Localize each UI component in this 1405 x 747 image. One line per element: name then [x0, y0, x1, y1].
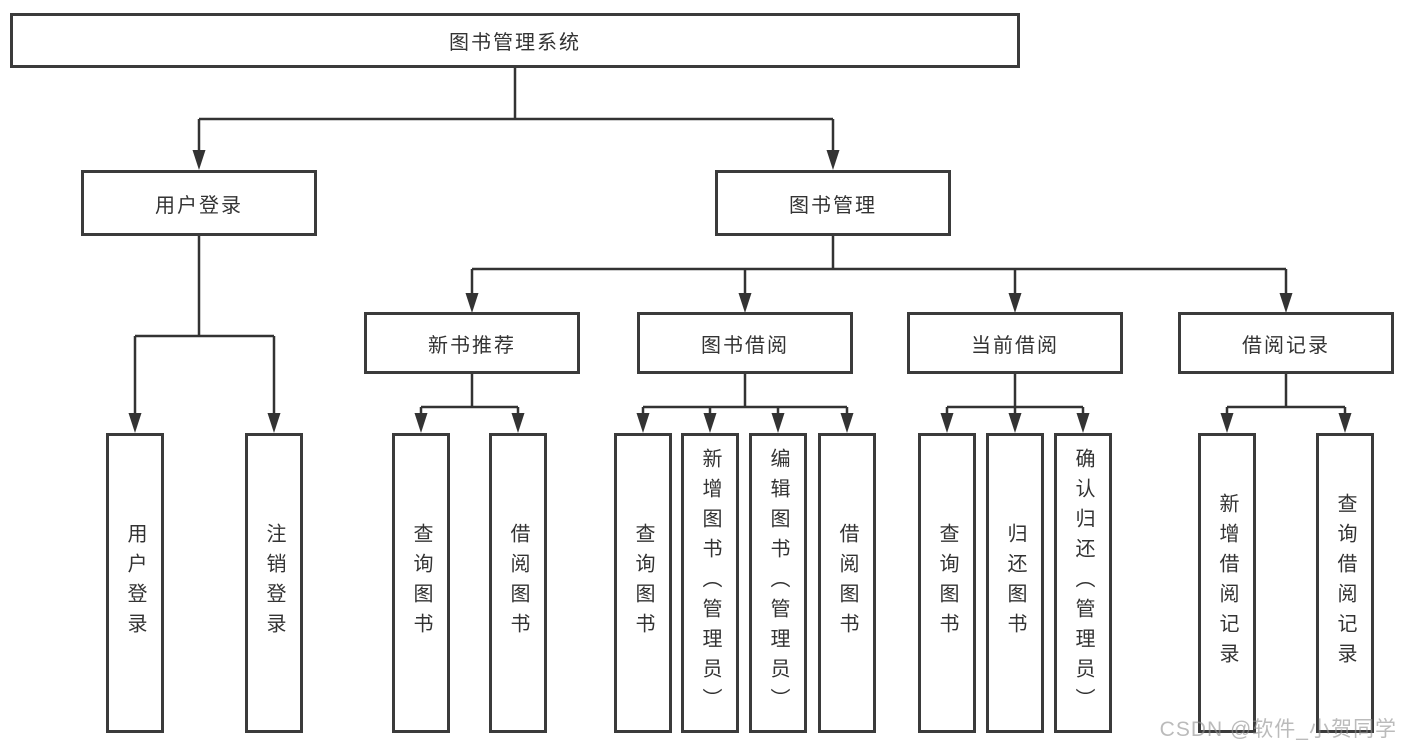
leaf-label: 查询图书	[632, 523, 654, 643]
node-new-book-recommend: 新书推荐	[364, 312, 580, 374]
connector-book-management	[470, 236, 1288, 295]
leaf-recommend-borrow-books: 借阅图书	[489, 433, 547, 733]
leaf-edit-books-admin: 编辑图书（管理员）	[749, 433, 807, 733]
leaf-logout: 注销登录	[245, 433, 303, 733]
leaf-label: 新增借阅记录	[1216, 493, 1238, 673]
leaf-add-borrow-record: 新增借阅记录	[1198, 433, 1256, 733]
leaf-confirm-return-admin: 确认归还（管理员）	[1054, 433, 1112, 733]
connector-borrow-records	[1225, 374, 1347, 415]
connector-root	[197, 68, 835, 152]
connector-current-borrow	[945, 374, 1085, 415]
node-book-borrow: 图书借阅	[637, 312, 853, 374]
leaf-label: 借阅图书	[507, 523, 529, 643]
leaf-label: 借阅图书	[836, 523, 858, 643]
leaf-label: 编辑图书（管理员）	[767, 448, 789, 718]
leaf-query-borrow-record: 查询借阅记录	[1316, 433, 1374, 733]
leaf-label: 用户登录	[124, 523, 146, 643]
watermark: CSDN @软件_小贺同学	[1159, 718, 1397, 741]
leaf-borrow-query-books: 查询图书	[614, 433, 672, 733]
leaf-add-books-admin: 新增图书（管理员）	[681, 433, 739, 733]
node-borrow-records: 借阅记录	[1178, 312, 1394, 374]
connector-new-book-recommend	[419, 374, 520, 415]
leaf-current-query-books: 查询图书	[918, 433, 976, 733]
node-user-login: 用户登录	[81, 170, 317, 236]
leaf-user-login: 用户登录	[106, 433, 164, 733]
leaf-label: 注销登录	[263, 523, 285, 643]
leaf-borrow-books: 借阅图书	[818, 433, 876, 733]
node-root: 图书管理系统	[10, 13, 1020, 68]
leaf-recommend-query-books: 查询图书	[392, 433, 450, 733]
leaf-label: 查询借阅记录	[1334, 493, 1356, 673]
leaf-label: 查询图书	[936, 523, 958, 643]
leaf-label: 确认归还（管理员）	[1072, 448, 1094, 718]
connector-user-login	[133, 236, 276, 415]
node-book-management: 图书管理	[715, 170, 951, 236]
connector-book-borrow	[641, 374, 849, 415]
leaf-return-books: 归还图书	[986, 433, 1044, 733]
leaf-label: 新增图书（管理员）	[699, 448, 721, 718]
leaf-label: 归还图书	[1004, 523, 1026, 643]
node-current-borrow: 当前借阅	[907, 312, 1123, 374]
leaf-label: 查询图书	[410, 523, 432, 643]
